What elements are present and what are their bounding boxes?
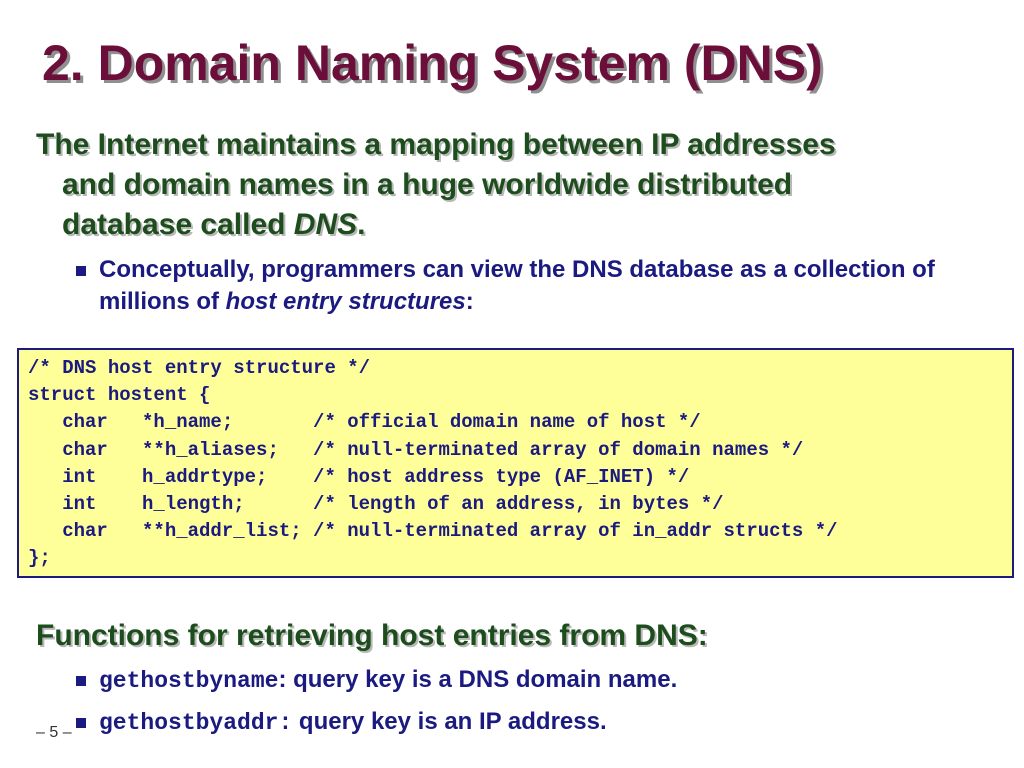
- intro-line-2: and domain names in a huge worldwide dis…: [62, 168, 793, 201]
- function-separator: :: [278, 710, 293, 736]
- function-separator: :: [278, 666, 287, 693]
- function-name-gethostbyname: gethostbyname: [99, 668, 279, 694]
- slide-title: 2. Domain Naming System (DNS): [42, 35, 823, 91]
- square-bullet-icon: [76, 266, 86, 276]
- code-block-hostent: /* DNS host entry structure */ struct hos…: [17, 348, 1014, 578]
- bullet-conceptual-prefix: Conceptually, programmers can view the D…: [99, 256, 935, 315]
- function-name-gethostbyaddr: gethostbyaddr: [99, 710, 279, 736]
- function-description: query key is a DNS domain name.: [286, 666, 678, 693]
- code-line: char **h_addr_list; /* null-terminated a…: [28, 520, 838, 543]
- code-line: /* DNS host entry structure */: [28, 357, 371, 379]
- bullet-gethostbyname-text: gethostbyname: query key is a DNS domain…: [76, 664, 677, 697]
- bullet-conceptual-suffix: :: [465, 288, 474, 315]
- intro-line-3: database called DNS.: [36, 205, 976, 245]
- bullet-gethostbyname: gethostbyname: query key is a DNS domain…: [76, 664, 677, 697]
- functions-heading: Functions for retrieving host entries fr…: [36, 619, 708, 652]
- page-number: – 5 –: [36, 724, 72, 741]
- code-line: int h_addrtype; /* host address type (AF…: [28, 465, 690, 488]
- intro-dns-emphasis: DNS: [293, 208, 358, 241]
- code-line: char **h_aliases; /* null-terminated arr…: [28, 438, 804, 461]
- code-line: struct hostent {: [28, 384, 211, 407]
- intro-line-1: The Internet maintains a mapping between…: [36, 128, 836, 161]
- intro-line-3-suffix: .: [357, 208, 366, 241]
- bullet-conceptual-text: Conceptually, programmers can view the D…: [76, 254, 956, 318]
- function-description: query key is an IP address.: [292, 708, 607, 735]
- intro-paragraph: The Internet maintains a mapping between…: [36, 125, 976, 245]
- square-bullet-icon: [76, 676, 86, 686]
- intro-line-3-prefix: database called: [62, 208, 294, 241]
- square-bullet-icon: [76, 718, 86, 728]
- bullet-gethostbyaddr-text: gethostbyaddr: query key is an IP addres…: [76, 706, 607, 739]
- code-line: char *h_name; /* official domain name of…: [28, 411, 701, 434]
- host-entry-structures-emphasis: host entry structures: [225, 288, 466, 315]
- code-line: int h_length; /* length of an address, i…: [28, 493, 724, 516]
- bullet-gethostbyaddr: gethostbyaddr: query key is an IP addres…: [76, 706, 607, 739]
- bullet-conceptual: Conceptually, programmers can view the D…: [76, 254, 956, 318]
- code-line: };: [28, 547, 51, 570]
